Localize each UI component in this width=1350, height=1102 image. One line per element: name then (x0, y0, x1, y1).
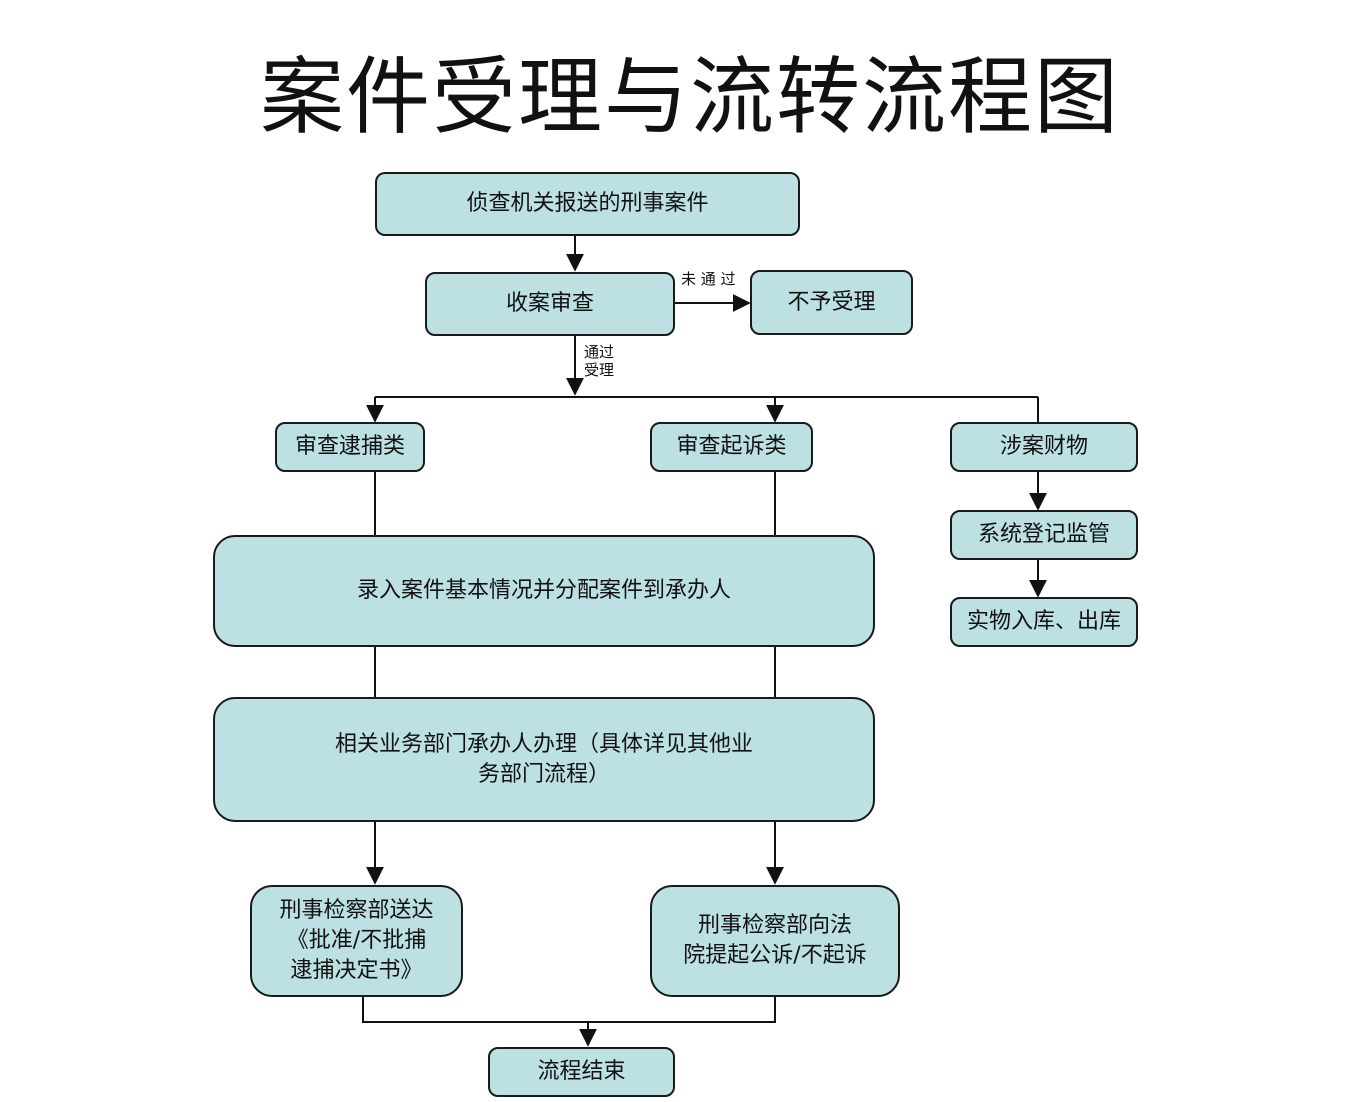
node-arrest-review-label: 审查逮捕类 (294, 434, 405, 459)
node-register: 系统登记监管 (950, 510, 1138, 560)
node-arrest-decision-label: 刑事检察部送达 《批准/不批捕 逮捕决定书》 (279, 898, 434, 983)
node-property-label: 涉案财物 (999, 434, 1088, 459)
node-storage: 实物入库、出库 (950, 597, 1138, 647)
node-prosecution-review: 审查起诉类 (650, 422, 813, 472)
node-review-label: 收案审查 (505, 291, 594, 316)
node-arrest-review: 审查逮捕类 (275, 422, 425, 472)
node-report: 侦查机关报送的刑事案件 (375, 172, 800, 236)
node-report-label: 侦查机关报送的刑事案件 (466, 191, 709, 216)
node-end: 流程结束 (488, 1047, 675, 1097)
edge-label-passed: 通过 受理 (584, 343, 615, 379)
node-arrest-decision: 刑事检察部送达 《批准/不批捕 逮捕决定书》 (250, 885, 463, 997)
node-register-label: 系统登记监管 (977, 522, 1110, 547)
node-indictment: 刑事检察部向法 院提起公诉/不起诉 (650, 885, 900, 997)
node-indictment-label: 刑事检察部向法 院提起公诉/不起诉 (683, 913, 867, 968)
node-handling-label: 相关业务部门承办人办理（具体详见其他业 务部门流程） (334, 731, 753, 787)
edge-label-not-passed: 未 通 过 (681, 270, 736, 288)
node-property: 涉案财物 (950, 422, 1138, 472)
line-outcomes-merge (362, 997, 776, 1023)
node-end-label: 流程结束 (537, 1059, 626, 1084)
node-reject: 不予受理 (750, 270, 913, 335)
node-review: 收案审查 (425, 272, 675, 336)
node-handling: 相关业务部门承办人办理（具体详见其他业 务部门流程） (213, 697, 875, 822)
node-storage-label: 实物入库、出库 (966, 609, 1121, 634)
page-title: 案件受理与流转流程图 (259, 48, 1120, 146)
node-prosecution-review-label: 审查起诉类 (676, 434, 787, 459)
node-reject-label: 不予受理 (787, 289, 876, 315)
node-case-entry-label: 录入案件基本情况并分配案件到承办人 (356, 578, 731, 603)
node-case-entry: 录入案件基本情况并分配案件到承办人 (213, 535, 875, 647)
